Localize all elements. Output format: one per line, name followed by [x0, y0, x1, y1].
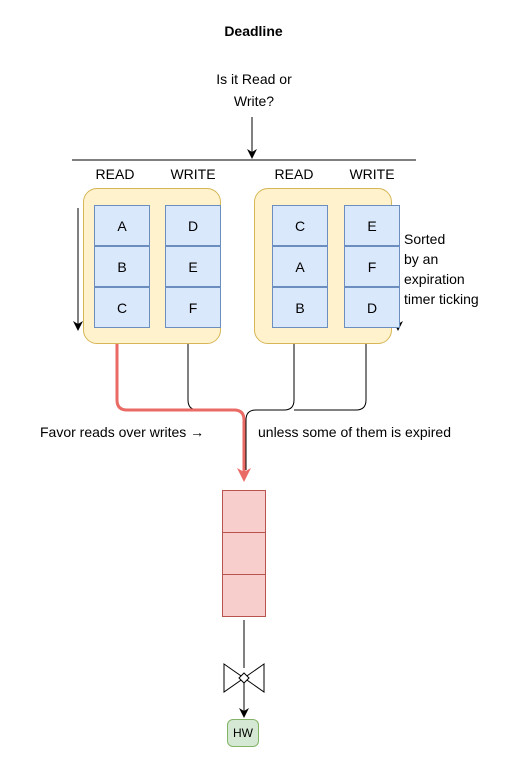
- question-text: Is it Read or Write?: [194, 68, 314, 112]
- right-write-item: F: [344, 246, 400, 287]
- diagram-title: Deadline: [224, 23, 283, 39]
- right-write-column: E F D: [344, 205, 400, 328]
- right-write-header: WRITE: [349, 166, 395, 182]
- sorted-note-line: Sorted: [404, 231, 446, 247]
- write-left-line: [187, 334, 232, 411]
- favor-reads-label: Favor reads over writes →: [40, 424, 205, 440]
- unless-expired-label: unless some of them is expired: [258, 424, 451, 440]
- right-write-item: D: [344, 287, 400, 328]
- favor-reads-path: [115, 334, 251, 482]
- question-line-2: Write?: [233, 93, 275, 109]
- sorted-note: Sorted by an expiration timer ticking: [404, 229, 504, 309]
- right-read-item: B: [272, 287, 328, 328]
- dispatch-queue: [222, 490, 266, 617]
- right-read-header: READ: [274, 166, 314, 182]
- left-read-item: C: [94, 287, 150, 328]
- right-write-item: E: [344, 205, 400, 246]
- left-read-item: A: [94, 205, 150, 246]
- dispatch-queue-slot: [222, 490, 266, 533]
- question-line-1: Is it Read or: [216, 71, 292, 87]
- left-write-item: D: [165, 205, 221, 246]
- right-read-column: C A B: [272, 205, 328, 328]
- left-write-column: D E F: [165, 205, 221, 328]
- dispatch-queue-slot: [222, 574, 266, 617]
- sorted-note-line: expiration: [404, 271, 465, 287]
- hardware-box: HW: [227, 719, 259, 747]
- read-right-line: [245, 334, 295, 470]
- write-right-line: [294, 334, 367, 411]
- dispatch-queue-slot: [222, 532, 266, 575]
- left-write-header: WRITE: [170, 166, 216, 182]
- sorted-note-line: by an: [404, 251, 439, 267]
- right-read-item: C: [272, 205, 328, 246]
- left-read-column: A B C: [94, 205, 150, 328]
- sorted-note-line: timer ticking: [404, 291, 479, 307]
- right-read-item: A: [272, 246, 328, 287]
- left-read-item: B: [94, 246, 150, 287]
- left-read-header: READ: [95, 166, 135, 182]
- left-write-item: E: [165, 246, 221, 287]
- left-write-item: F: [165, 287, 221, 328]
